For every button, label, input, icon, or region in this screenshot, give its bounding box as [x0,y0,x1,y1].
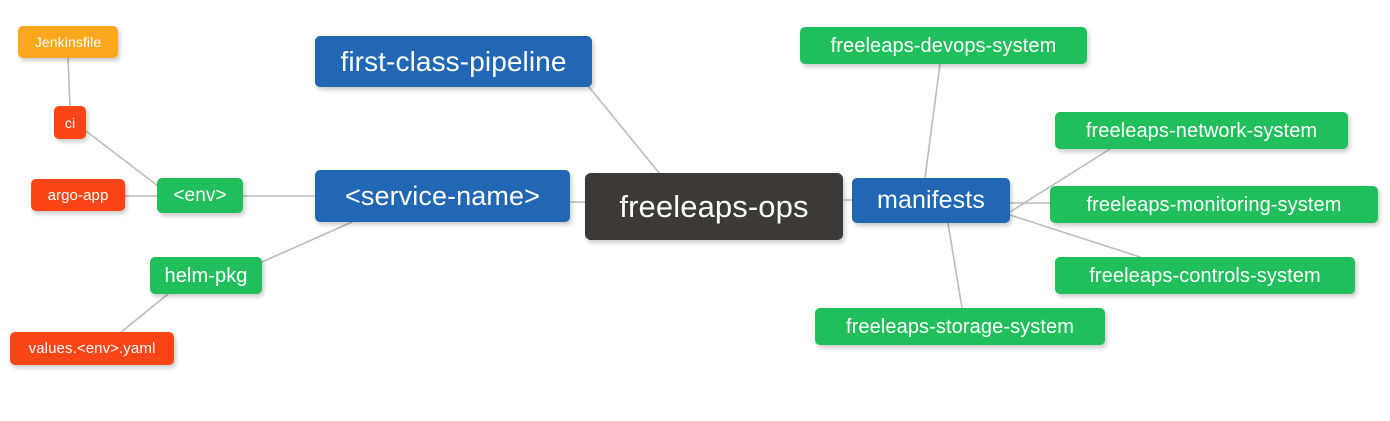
node-service-name-label: <service-name> [345,180,540,211]
node-service-name[interactable]: <service-name> [315,170,570,222]
edge-ci-env [85,130,159,187]
node-controls-system[interactable]: freeleaps-controls-system [1055,257,1355,294]
node-freeleaps-ops-label: freeleaps-ops [619,189,809,224]
node-first-class-pipeline-label: first-class-pipeline [340,45,567,77]
edge-manifests-storage-system [947,222,963,309]
node-values-yaml[interactable]: values.<env>.yaml [10,332,174,365]
node-helm-pkg-label: helm-pkg [164,264,248,287]
node-manifests[interactable]: manifests [852,178,1010,223]
node-first-class-pipeline[interactable]: first-class-pipeline [315,36,592,87]
edge-manifests-devops-system [924,63,941,179]
node-values-yaml-label: values.<env>.yaml [28,340,156,357]
node-manifests-label: manifests [877,186,985,214]
node-monitoring-system[interactable]: freeleaps-monitoring-system [1050,186,1378,223]
node-argo-app[interactable]: argo-app [31,179,125,211]
node-network-system-label: freeleaps-network-system [1085,119,1318,142]
edge-jenkinsfile-ci [67,57,71,107]
node-env-label: <env> [173,185,227,206]
node-helm-pkg[interactable]: helm-pkg [150,257,262,294]
node-jenkinsfile[interactable]: Jenkinsfile [18,26,118,58]
edge-service-name-helm-pkg [261,221,353,263]
node-controls-system-label: freeleaps-controls-system [1089,264,1321,287]
node-monitoring-system-label: freeleaps-monitoring-system [1086,193,1342,216]
node-env[interactable]: <env> [157,178,243,213]
node-devops-system-label: freeleaps-devops-system [830,34,1057,57]
edge-helm-pkg-values-yaml [119,293,169,334]
node-ci[interactable]: ci [54,106,86,139]
node-devops-system[interactable]: freeleaps-devops-system [800,27,1087,64]
node-ci-label: ci [64,114,76,131]
node-argo-app-label: argo-app [47,186,109,204]
node-storage-system[interactable]: freeleaps-storage-system [815,308,1105,345]
edge-first-class-pipeline-ops [588,86,661,175]
node-network-system[interactable]: freeleaps-network-system [1055,112,1348,149]
node-storage-system-label: freeleaps-storage-system [845,315,1075,338]
node-jenkinsfile-label: Jenkinsfile [34,34,102,50]
node-freeleaps-ops[interactable]: freeleaps-ops [585,173,843,240]
